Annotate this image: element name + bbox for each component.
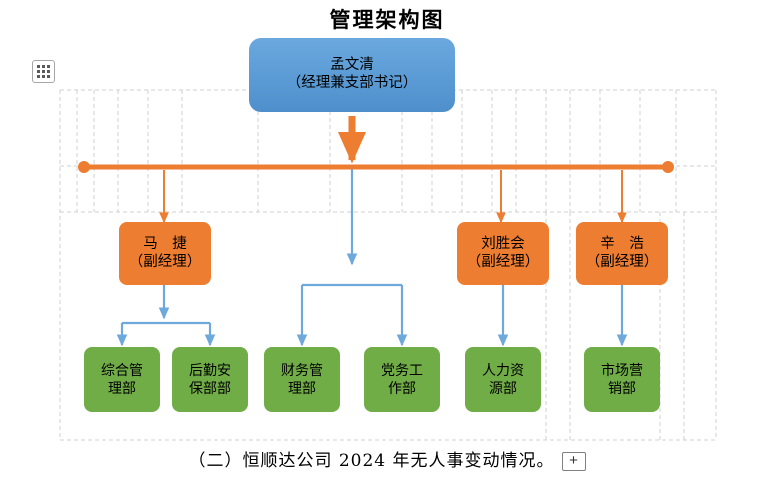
node-dept-houqin-anbao-line1: 后勤安	[189, 362, 231, 379]
node-vp-xinhao-name: 辛 浩	[600, 235, 644, 252]
node-vp-majie-name: 马 捷	[143, 235, 187, 252]
caption-text: （二）恒顺达公司 2024 年无人事变动情况。	[188, 451, 555, 471]
node-dept-houqin-anbao[interactable]: 后勤安 保部部	[172, 347, 248, 412]
node-dept-renli-ziyuan-line1: 人力资	[482, 362, 524, 379]
node-dept-zonghe-guanli-line2: 理部	[108, 379, 136, 396]
node-dept-zonghe-guanli[interactable]: 综合管 理部	[84, 347, 160, 412]
node-vp-xinhao[interactable]: 辛 浩 （副经理）	[576, 222, 668, 285]
node-ceo[interactable]: 孟文清 （经理兼支部书记）	[249, 38, 455, 112]
bus-endpoint-left	[78, 161, 90, 173]
node-vp-majie[interactable]: 马 捷 （副经理）	[119, 222, 211, 285]
node-dept-shichang-yingxiao-line1: 市场营	[601, 362, 643, 379]
node-dept-dangwu-gongzuo[interactable]: 党务工 作部	[364, 347, 440, 412]
node-ceo-name: 孟文清	[330, 57, 374, 74]
node-ceo-role: （经理兼支部书记）	[286, 75, 418, 91]
node-dept-caiwu-guanli-line2: 理部	[288, 379, 316, 396]
bus-endpoint-right	[662, 161, 674, 173]
node-vp-xinhao-role: （副经理）	[585, 253, 659, 270]
page-title: 管理架构图	[329, 7, 445, 32]
node-vp-liushenghui-role: （副经理）	[466, 253, 540, 270]
node-dept-houqin-anbao-line2: 保部部	[189, 379, 231, 396]
node-dept-caiwu-guanli-line1: 财务管	[281, 362, 323, 379]
node-dept-dangwu-gongzuo-line1: 党务工	[381, 362, 423, 379]
node-dept-zonghe-guanli-line1: 综合管	[101, 362, 143, 379]
node-dept-renli-ziyuan-line2: 源部	[489, 379, 517, 396]
caption: （二）恒顺达公司 2024 年无人事变动情况。 +	[0, 446, 774, 471]
node-vp-majie-role: （副经理）	[128, 253, 202, 270]
drag-handle-icon[interactable]	[32, 60, 55, 83]
node-vp-liushenghui-name: 刘胜会	[481, 235, 525, 252]
plus-icon[interactable]: +	[561, 452, 586, 471]
node-dept-shichang-yingxiao-line2: 销部	[608, 379, 636, 396]
node-vp-liushenghui[interactable]: 刘胜会 （副经理）	[457, 222, 549, 285]
node-dept-renli-ziyuan[interactable]: 人力资 源部	[465, 347, 541, 412]
node-dept-shichang-yingxiao[interactable]: 市场营 销部	[584, 347, 660, 412]
drag-handle-dots	[37, 65, 50, 78]
node-dept-caiwu-guanli[interactable]: 财务管 理部	[264, 347, 340, 412]
node-dept-dangwu-gongzuo-line2: 作部	[388, 379, 416, 396]
